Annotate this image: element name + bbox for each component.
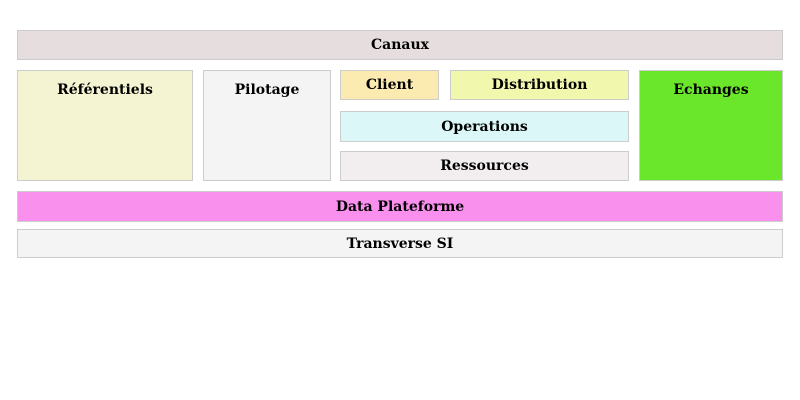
layer-label-data-plateforme: Data Plateforme bbox=[335, 198, 465, 215]
layer-label-echanges: Echanges bbox=[673, 82, 749, 98]
layer-label-canaux: Canaux bbox=[371, 37, 429, 53]
layer-label-client: Client bbox=[365, 77, 414, 93]
layer-label-referentiels: Référentiels bbox=[57, 82, 153, 98]
layer-block-operations[interactable]: Operations bbox=[340, 111, 629, 142]
layer-label-pilotage: Pilotage bbox=[234, 82, 300, 98]
layer-block-transverse-si[interactable]: Transverse SI bbox=[17, 229, 783, 258]
layer-block-client[interactable]: Client bbox=[340, 70, 439, 100]
layer-label-distribution: Distribution bbox=[491, 77, 588, 93]
layer-block-echanges[interactable]: Echanges bbox=[639, 70, 783, 181]
layer-label-operations: Operations bbox=[441, 118, 528, 135]
layer-block-referentiels[interactable]: Référentiels bbox=[17, 70, 193, 181]
layer-block-pilotage[interactable]: Pilotage bbox=[203, 70, 331, 181]
layer-block-canaux[interactable]: Canaux bbox=[17, 30, 783, 60]
layer-label-transverse-si: Transverse SI bbox=[346, 235, 454, 252]
layer-block-ressources[interactable]: Ressources bbox=[340, 151, 629, 181]
layer-block-data-plateforme[interactable]: Data Plateforme bbox=[17, 191, 783, 222]
layer-label-ressources: Ressources bbox=[440, 158, 529, 174]
layer-block-distribution[interactable]: Distribution bbox=[450, 70, 629, 100]
